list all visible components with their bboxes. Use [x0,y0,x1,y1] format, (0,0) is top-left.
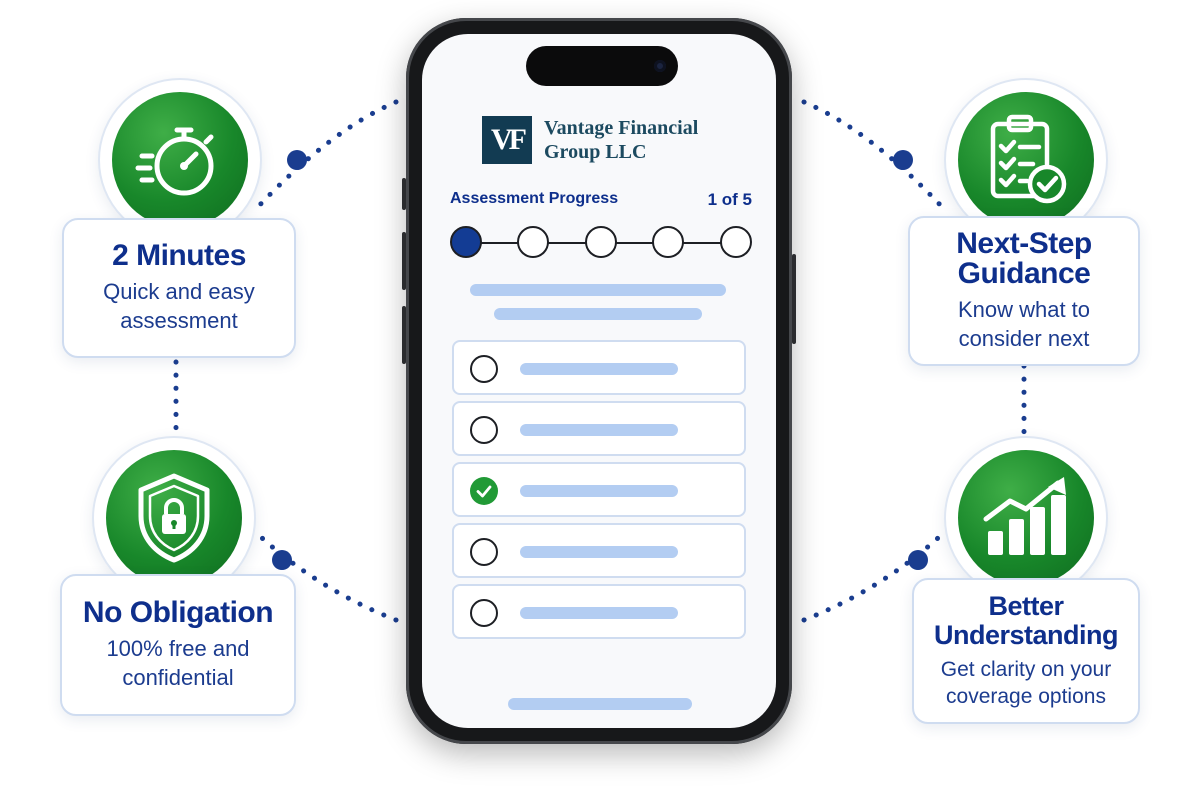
question-text-placeholder [470,284,726,296]
phone-side-button [402,232,406,290]
option-text-placeholder [520,485,678,497]
growth-chart-icon [983,477,1066,555]
step-indicator-current [450,226,482,258]
feature-description: Quick and easy assessment [103,277,255,335]
brand-name: Vantage Financial Group LLC [544,116,698,164]
step-indicator [585,226,617,258]
step-indicator [652,226,684,258]
camera-icon [654,60,666,72]
answer-option[interactable] [452,523,746,578]
radio-button[interactable] [470,416,498,444]
progress-count: 1 of 5 [707,190,752,209]
phone-side-button [402,178,406,210]
clipboard-check-icon [990,114,1067,204]
option-text-placeholder [520,424,678,436]
option-text-placeholder [520,546,678,558]
question-text-placeholder [494,308,702,320]
feature-icon-badge [92,436,256,600]
answer-option-selected[interactable] [452,462,746,517]
phone-screen: VF Vantage Financial Group LLC Assessmen… [422,34,776,728]
dynamic-island [526,46,678,86]
feature-desc-line: coverage options [946,685,1106,708]
feature-desc-line: confidential [122,665,234,690]
feature-desc-line: Quick and easy [103,279,255,304]
feature-description: Know what to consider next [958,295,1090,353]
feature-card: Next-Step Guidance Know what to consider… [908,216,1140,366]
progress-label: Assessment Progress [450,190,619,207]
feature-title-line: Better [988,591,1064,621]
feature-desc-line: assessment [120,308,238,333]
feature-icon-badge [944,78,1108,242]
progress-stepper [450,226,752,260]
brand-logo: VF Vantage Financial Group LLC [482,116,698,164]
connector-node [287,150,307,170]
logo-mark: VF [482,116,532,164]
stopwatch-icon [135,127,214,196]
checkmark-icon [476,485,492,498]
feature-description: Get clarity on your coverage options [941,656,1111,710]
step-indicator [517,226,549,258]
connector-node [908,550,928,570]
radio-button-checked[interactable] [470,477,498,505]
shield-lock-icon [138,473,210,563]
connector-node [893,150,913,170]
feature-title: 2 Minutes [112,239,246,272]
phone-side-button [792,254,796,344]
feature-card: Better Understanding Get clarity on your… [912,578,1140,724]
answer-option[interactable] [452,401,746,456]
next-button-placeholder[interactable] [508,698,692,710]
option-text-placeholder [520,607,678,619]
feature-card: No Obligation 100% free and confidential [60,574,296,716]
answer-option[interactable] [452,584,746,639]
feature-card: 2 Minutes Quick and easy assessment [62,218,296,358]
feature-title: Next-Step Guidance [956,229,1092,289]
feature-title: Better Understanding [933,591,1119,650]
brand-name-line: Group LLC [544,141,647,163]
feature-desc-line: Know what to [957,297,1091,322]
feature-title-line: Understanding [933,620,1119,650]
step-indicator [720,226,752,258]
answer-option[interactable] [452,340,746,395]
feature-description: 100% free and confidential [106,634,249,692]
feature-icon-badge [944,436,1108,600]
connector-node [272,550,292,570]
phone-side-button [402,306,406,364]
feature-desc-line: consider next [958,326,1090,351]
phone-mockup: VF Vantage Financial Group LLC Assessmen… [402,18,796,744]
feature-desc-line: Get clarity on your [940,658,1112,681]
answer-options [452,340,748,645]
feature-title-line: Guidance [957,257,1091,290]
feature-title-line: Next-Step [956,227,1092,260]
feature-desc-line: 100% free and [106,636,250,661]
radio-button[interactable] [470,538,498,566]
radio-button[interactable] [470,599,498,627]
feature-title: No Obligation [82,596,274,629]
option-text-placeholder [520,363,678,375]
feature-icon-badge [98,78,262,242]
brand-name-line: Vantage Financial [544,117,699,139]
radio-button[interactable] [470,355,498,383]
